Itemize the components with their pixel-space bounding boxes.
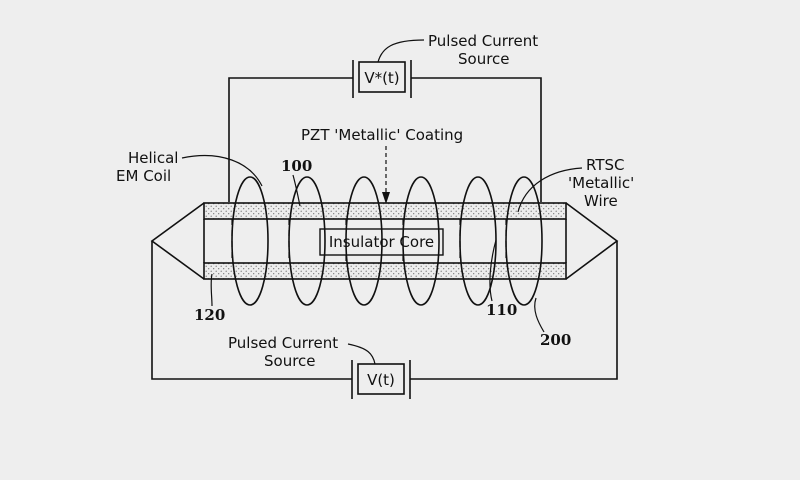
coil-loop bbox=[345, 176, 383, 306]
top-source-label-line1: Pulsed Current bbox=[428, 32, 538, 50]
left-end-cap bbox=[150, 202, 205, 280]
coil-loop bbox=[505, 176, 543, 306]
coil-label-line1: Helical bbox=[128, 149, 178, 167]
wire-label-line3: Wire bbox=[584, 192, 618, 210]
wire-label-line1: RTSC bbox=[586, 156, 625, 174]
top-wire-left bbox=[228, 77, 353, 202]
top-coating-layer bbox=[203, 202, 567, 220]
coil-loop bbox=[459, 176, 497, 306]
coating-label: PZT 'Metallic' Coating bbox=[301, 126, 463, 144]
ref-110: 110 bbox=[486, 301, 517, 319]
ref-120: 120 bbox=[194, 306, 225, 324]
top-source-leader bbox=[377, 39, 425, 63]
ref-100: 100 bbox=[281, 157, 312, 175]
coil-leader bbox=[181, 154, 263, 187]
bottom-wire-left bbox=[151, 241, 352, 380]
top-source-label-line2: Source bbox=[458, 50, 510, 68]
ref-200: 200 bbox=[540, 331, 571, 349]
wire-label-line2: 'Metallic' bbox=[568, 174, 634, 192]
rtsc-wire bbox=[203, 202, 567, 280]
ref-100-leader bbox=[292, 174, 301, 207]
top-source-symbol: V*(t) bbox=[364, 69, 399, 87]
ref-120-leader bbox=[210, 273, 213, 307]
ref-110-leader bbox=[489, 239, 497, 302]
bottom-source-label-line1: Pulsed Current bbox=[228, 334, 338, 352]
bottom-circuit: V(t) bbox=[151, 241, 618, 399]
bottom-wire-right bbox=[410, 241, 618, 380]
top-wire-right bbox=[411, 77, 542, 202]
coating-arrow-head bbox=[382, 192, 390, 204]
bottom-coating-layer bbox=[203, 262, 567, 280]
bottom-source-box bbox=[357, 363, 405, 395]
top-source-box bbox=[358, 61, 406, 93]
bottom-source-symbol: V(t) bbox=[367, 371, 395, 389]
bottom-source-label-line2: Source bbox=[264, 352, 316, 370]
helical-coil bbox=[231, 176, 543, 306]
right-end-cap bbox=[565, 202, 619, 280]
coil-loop bbox=[231, 176, 269, 306]
coil-label-line2: EM Coil bbox=[116, 167, 171, 185]
wire-leader bbox=[517, 167, 583, 213]
top-circuit: V*(t) bbox=[228, 39, 542, 202]
bottom-source-leader bbox=[347, 343, 376, 365]
coil-loop bbox=[402, 176, 440, 306]
ref-200-leader bbox=[534, 297, 545, 333]
